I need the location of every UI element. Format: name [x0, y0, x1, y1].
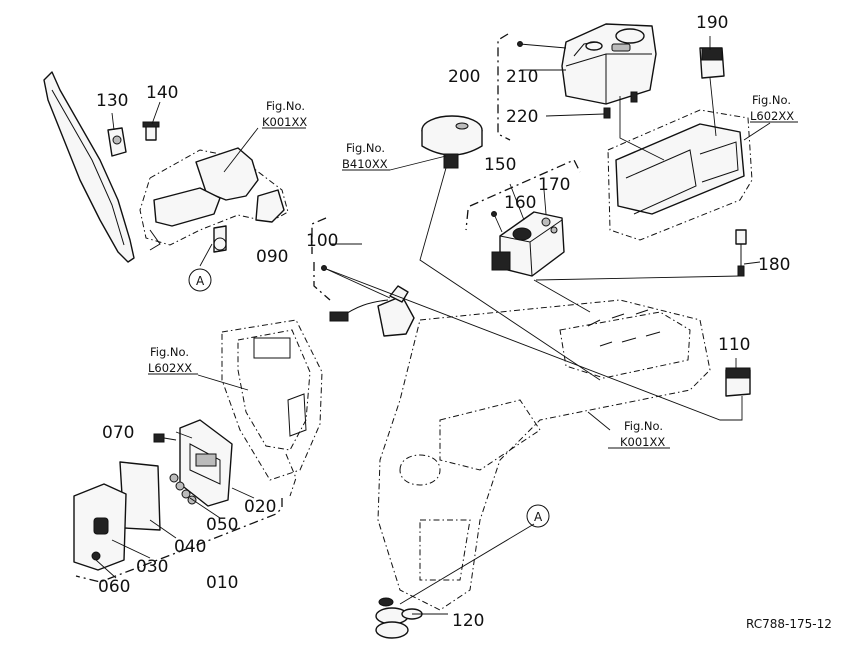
label-050: 050 [206, 515, 238, 535]
label-150: 150 [484, 155, 516, 175]
fig-ref-k001-top: Fig.No. K001XX [262, 99, 307, 129]
cover-030 [73, 483, 127, 571]
label-220: 220 [506, 107, 538, 127]
svg-text:Fig.No.: Fig.No. [150, 345, 189, 359]
svg-text:L602XX: L602XX [750, 109, 794, 123]
label-180: 180 [758, 255, 790, 275]
svg-text:Fig.No.: Fig.No. [624, 419, 663, 433]
label-170: 170 [538, 175, 570, 195]
group-brackets [75, 33, 581, 583]
svg-text:A: A [196, 274, 205, 288]
svg-text:B410XX: B410XX [342, 157, 388, 171]
main-console [377, 299, 711, 611]
screw-070 [153, 433, 177, 443]
label-070: 070 [102, 423, 134, 443]
label-010: 010 [206, 573, 238, 593]
label-190: 190 [696, 13, 728, 33]
label-090: 090 [256, 247, 288, 267]
svg-text:Fig.No.: Fig.No. [752, 93, 791, 107]
label-110: 110 [718, 335, 750, 355]
label-100: 100 [306, 231, 338, 251]
svg-text:K001XX: K001XX [620, 435, 665, 449]
fig-ref-l602-top: Fig.No. L602XX [750, 93, 798, 123]
label-140: 140 [146, 83, 178, 103]
label-120: 120 [452, 611, 484, 631]
label-040: 040 [174, 537, 206, 557]
leader-lines [95, 36, 771, 615]
svg-text:A: A [534, 510, 543, 524]
mount-bracket [139, 147, 289, 253]
connector-mark-a-lower: A [526, 504, 550, 528]
side-panel-l602 [607, 109, 753, 241]
label-030: 030 [136, 557, 168, 577]
bracket-130 [107, 127, 127, 157]
screw-220 [603, 91, 638, 119]
lever-arm [43, 71, 135, 263]
drawing-code: RC788-175-12 [746, 617, 832, 631]
label-160: 160 [504, 193, 536, 213]
switch-190 [699, 47, 725, 79]
svg-text:Fig.No.: Fig.No. [266, 99, 305, 113]
fig-ref-k001-mid: Fig.No. K001XX [608, 419, 670, 449]
label-130: 130 [96, 91, 128, 111]
display-housing [221, 319, 323, 497]
joystick-100 [329, 285, 415, 337]
svg-text:Fig.No.: Fig.No. [346, 141, 385, 155]
svg-text:K001XX: K001XX [262, 115, 307, 129]
label-020: 020 [244, 497, 276, 517]
bolts-050 [169, 473, 197, 505]
socket-120 [375, 597, 423, 639]
display-020 [179, 419, 233, 507]
knob-100-top [421, 115, 483, 169]
connector-mark-a-upper: A [188, 268, 212, 292]
fig-ref-b410: Fig.No. B410XX [342, 141, 390, 171]
svg-text:L602XX: L602XX [148, 361, 192, 375]
switch-module-210 [561, 23, 657, 105]
label-060: 060 [98, 577, 130, 597]
switch-110 [725, 367, 751, 397]
label-210: 210 [506, 67, 538, 87]
label-200: 200 [448, 67, 480, 87]
bolt-140 [142, 121, 160, 141]
screw-060 [91, 551, 101, 561]
switch-box-150 [491, 211, 565, 277]
sensor-180 [735, 229, 747, 277]
fig-ref-l602-left: Fig.No. L602XX [148, 345, 198, 375]
